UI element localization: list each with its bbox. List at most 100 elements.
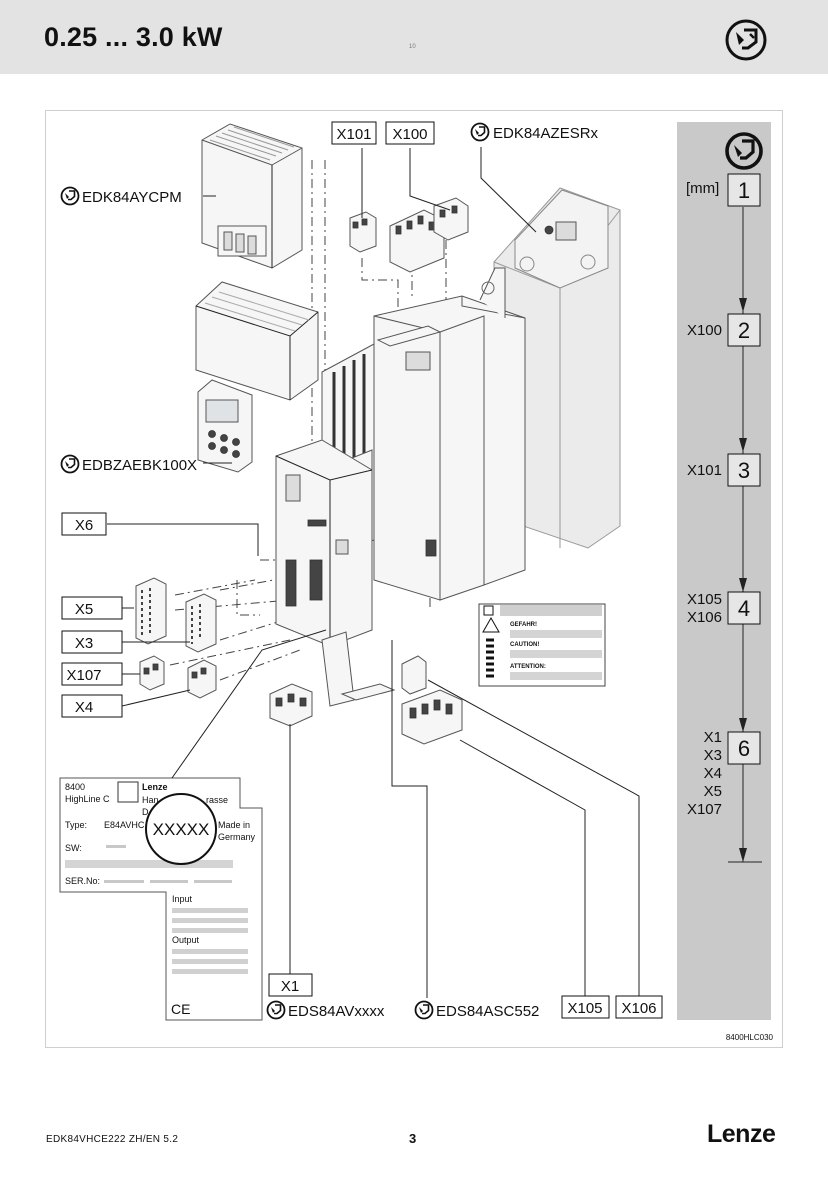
mounting-instruction-icon: [725, 19, 767, 61]
arrow-head: [739, 438, 747, 452]
callout-x106: X106: [615, 995, 663, 1019]
step-6-label-a: X1: [704, 729, 722, 746]
callout-x101-text: X101: [336, 126, 371, 143]
step-2-number: 2: [738, 318, 750, 343]
step-4-label-a: X105: [687, 591, 722, 608]
nameplate-type-label: Type:: [65, 820, 87, 830]
callout-edk84azesrx-text: EDK84AZESRx: [493, 125, 599, 142]
figure-id: 8400HLC030: [726, 1033, 774, 1042]
step-4-number: 4: [738, 596, 750, 621]
nameplate-model: 8400: [65, 782, 85, 792]
lenze-logo: Lenze: [707, 1120, 776, 1148]
arrow-head: [739, 718, 747, 732]
inverter-foot: [321, 631, 396, 707]
header-small-mark: 10: [409, 44, 416, 50]
callout-x6: X6: [61, 512, 107, 536]
callout-x5: X5: [61, 596, 123, 620]
page-number: 3: [409, 1131, 417, 1146]
callout-edk84aycpm: EDK84AYCPM: [60, 186, 182, 206]
step-3-number: 3: [738, 458, 750, 483]
callout-x101: X101: [331, 121, 377, 145]
nameplate-brand: Lenze: [142, 782, 168, 792]
nameplate-type-value: E84AVHC: [104, 820, 145, 830]
nameplate-made-in: Made in: [218, 820, 250, 830]
step-1: 1: [727, 173, 761, 207]
callout-x106-text: X106: [621, 1000, 656, 1017]
lenze-icon: [60, 186, 80, 206]
step-6: 6 X1 X3 X4 X5 X107: [687, 729, 761, 818]
callout-x107: X107: [61, 662, 123, 686]
figure-frame: [45, 110, 783, 1048]
warning-label: GEFAHR! CAUTION! ATTENTION:: [478, 603, 606, 687]
magnifier-circle: XXXXX: [145, 793, 217, 865]
nameplate-address-partial2: rasse: [206, 795, 228, 805]
step-2-label: X100: [687, 322, 722, 339]
heatsink-cover: [195, 281, 319, 401]
callout-x105-text: X105: [567, 1000, 602, 1017]
step-2: 2 X100: [687, 313, 761, 347]
step-6-label-c: X4: [704, 765, 722, 782]
arrow-head: [739, 848, 747, 862]
caution-text: CAUTION!: [510, 642, 539, 648]
callout-edbzaebk100x-text: EDBZAEBK100X: [82, 457, 197, 474]
gefahr-text: GEFAHR!: [510, 622, 537, 628]
leader-lines: [107, 147, 640, 998]
lenze-icon: [60, 454, 80, 474]
callout-x107-text: X107: [66, 667, 101, 684]
communication-module-edk84aycpm: [201, 123, 303, 269]
callout-x100: X100: [385, 121, 435, 145]
callout-x1-text: X1: [281, 978, 299, 995]
step-3-label: X101: [687, 462, 722, 479]
sequence-sidebar: [677, 122, 771, 1020]
nameplate-input-label: Input: [172, 894, 193, 904]
arrow-head: [739, 578, 747, 592]
callout-eds84asc552-text: EDS84ASC552: [436, 1003, 539, 1020]
step-6-label-e: X107: [687, 801, 722, 818]
ce-mark: CE: [171, 1001, 190, 1017]
callout-x105: X105: [561, 995, 610, 1019]
plug-x100: [389, 197, 469, 273]
unit-label: [mm]: [686, 180, 719, 197]
callout-x3-text: X3: [75, 635, 93, 652]
step-6-label-b: X3: [704, 747, 722, 764]
callout-x100-text: X100: [392, 126, 427, 143]
lenze-icon: [470, 122, 490, 142]
page-title: 0.25 ... 3.0 kW: [44, 22, 223, 52]
nameplate-line: HighLine C: [65, 794, 110, 804]
callout-x5-text: X5: [75, 601, 93, 618]
callout-eds84asc552: EDS84ASC552: [414, 1000, 539, 1020]
callout-eds84avxxxx: EDS84AVxxxx: [266, 1000, 385, 1020]
step-3: 3 X101: [687, 453, 761, 487]
callout-eds84avxxxx-text: EDS84AVxxxx: [288, 1003, 385, 1020]
attention-text: ATTENTION:: [510, 664, 546, 670]
plug-x105-x106: [401, 655, 463, 745]
callout-edbzaebk100x: EDBZAEBK100X: [60, 454, 197, 474]
nameplate-address-d: D: [142, 807, 149, 817]
callout-edk84azesrx: EDK84AZESRx: [470, 122, 599, 142]
keypad-edbzaebk100x: [197, 379, 253, 473]
plug-x107: [139, 655, 165, 691]
nameplate-output-label: Output: [172, 935, 200, 945]
callout-x3: X3: [61, 630, 123, 654]
callout-x4-text: X4: [75, 699, 93, 716]
plug-x1: [269, 683, 313, 727]
step-1-number: 1: [738, 178, 750, 203]
nameplate-sw-label: SW:: [65, 843, 82, 853]
nameplate-type-suffix: XXXXX: [153, 820, 210, 839]
nameplate-serial-label: SER.No:: [65, 876, 100, 886]
plug-x101: [349, 211, 377, 253]
lenze-icon: [266, 1000, 286, 1020]
step-4: 4 X105 X106: [687, 591, 761, 626]
document-code: EDK84VHCE222 ZH/EN 5.2: [46, 1134, 179, 1145]
plug-x5: [135, 577, 167, 645]
callout-x6-text: X6: [75, 517, 93, 534]
callout-x4: X4: [61, 694, 123, 718]
nameplate-address-partial: Han: [142, 795, 159, 805]
nameplate: 8400 HighLine C Lenze Han rasse D Type: …: [59, 777, 263, 1021]
page-header: 0.25 ... 3.0 kW 10: [0, 0, 828, 74]
plug-x4: [187, 659, 217, 699]
inverter-eds84avxxxx: [275, 267, 526, 647]
arrow-head: [739, 298, 747, 312]
step-4-label-b: X106: [687, 609, 722, 626]
